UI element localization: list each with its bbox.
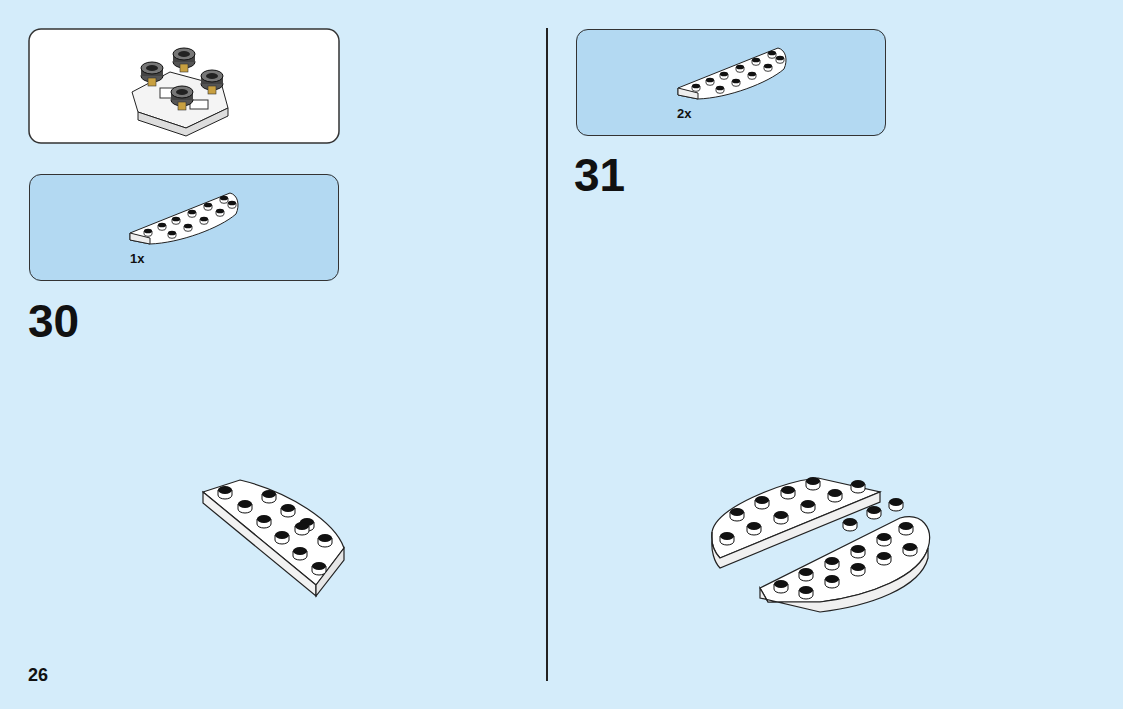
page-number: 26 bbox=[28, 666, 48, 684]
part-quantity: 1x bbox=[130, 251, 144, 266]
plate-thumbnail bbox=[678, 48, 786, 99]
step-number: 31 bbox=[574, 152, 625, 198]
plate-thumbnail bbox=[130, 193, 238, 244]
parts-callout: 2x bbox=[576, 29, 886, 136]
callout-panel bbox=[29, 174, 339, 281]
callout-panel bbox=[576, 29, 886, 136]
half-round-plate bbox=[712, 477, 880, 568]
parts-callout: 1x bbox=[29, 174, 339, 281]
half-round-plate bbox=[760, 498, 930, 612]
part-quantity: 2x bbox=[677, 106, 691, 121]
step-number: 30 bbox=[28, 298, 79, 344]
preview-model bbox=[132, 48, 228, 136]
preview-box bbox=[29, 29, 339, 143]
half-round-plate bbox=[203, 480, 344, 596]
divider bbox=[546, 28, 548, 681]
